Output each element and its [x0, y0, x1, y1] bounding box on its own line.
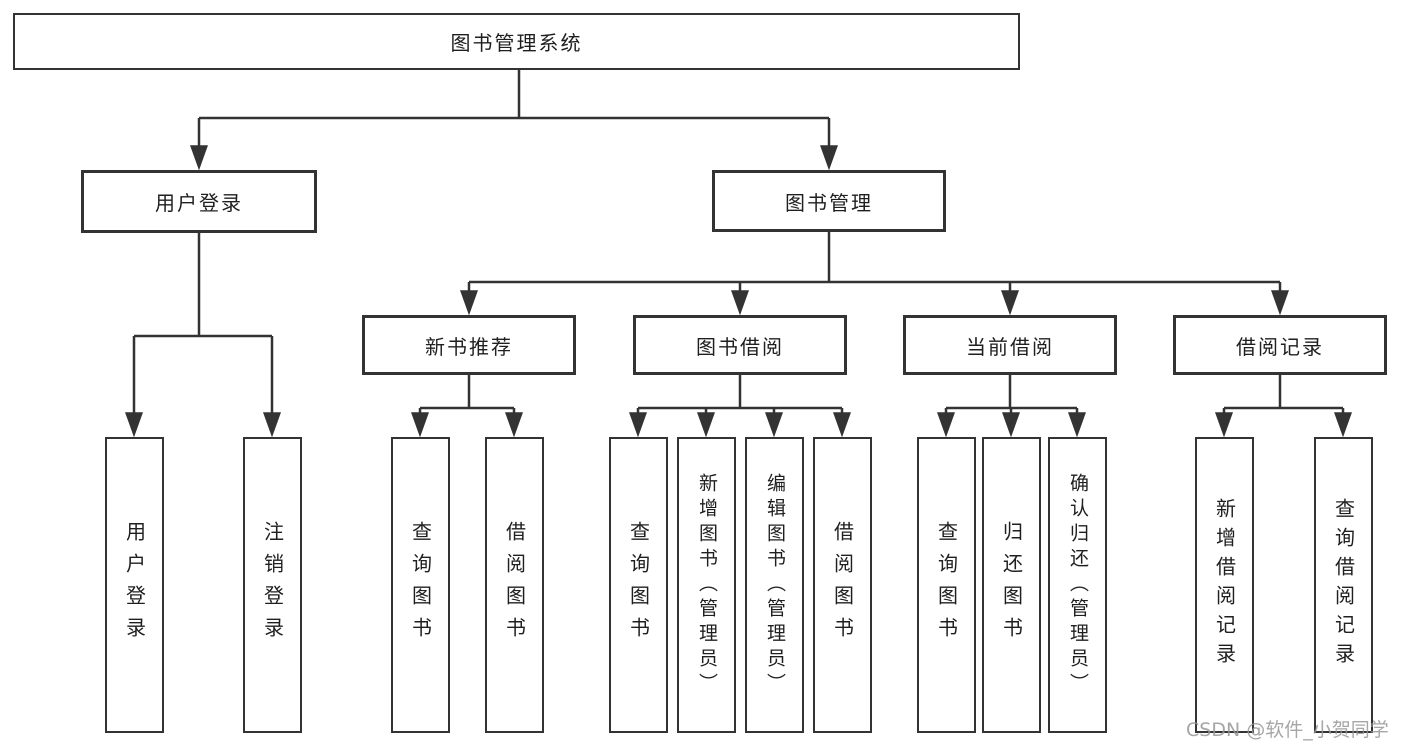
- leaf-br-query-record-label: 查询借阅记录: [1331, 498, 1356, 672]
- leaf-bb-add-books-admin-label: 新增图书（管理员）: [696, 472, 718, 698]
- leaf-br-add-record-label: 新增借阅记录: [1212, 498, 1237, 672]
- node-current-borrowing: 当前借阅: [903, 315, 1117, 375]
- leaf-nb-query-books: 查询图书: [391, 437, 450, 733]
- trunk-root: [199, 70, 829, 120]
- node-book-borrowing: 图书借阅: [633, 315, 847, 375]
- leaf-cb-return-books-label: 归还图书: [999, 521, 1024, 649]
- leaf-bb-edit-books-admin: 编辑图书（管理员）: [745, 437, 804, 733]
- leaf-nb-query-books-label: 查询图书: [408, 521, 433, 649]
- node-book-mgmt: 图书管理: [712, 170, 946, 232]
- node-borrowing-records: 借阅记录: [1173, 315, 1387, 375]
- leaf-nb-borrow-books: 借阅图书: [485, 437, 544, 733]
- connector-group: [125, 70, 1352, 438]
- leaf-cb-return-books: 归还图书: [982, 437, 1041, 733]
- node-root: 图书管理系统: [13, 13, 1020, 70]
- leaf-bb-query-books-label: 查询图书: [626, 521, 651, 649]
- trunk-current: [946, 375, 1077, 410]
- leaf-cb-confirm-return-admin-label: 确认归还（管理员）: [1067, 472, 1089, 698]
- node-user-login-label: 用户登录: [155, 191, 243, 215]
- node-current-borrowing-label: 当前借阅: [966, 334, 1054, 359]
- node-book-mgmt-label: 图书管理: [785, 190, 873, 215]
- trunk-book-mgmt: [469, 232, 1280, 284]
- leaf-br-add-record: 新增借阅记录: [1195, 437, 1254, 733]
- node-user-login: 用户登录: [81, 170, 317, 233]
- leaf-bb-borrow-books-label: 借阅图书: [830, 521, 855, 649]
- leaf-cb-query-books: 查询图书: [917, 437, 976, 733]
- leaf-nb-borrow-books-label: 借阅图书: [502, 521, 527, 649]
- leaf-bb-query-books: 查询图书: [609, 437, 668, 733]
- trunk-new-books: [420, 375, 514, 410]
- leaf-bb-edit-books-admin-label: 编辑图书（管理员）: [764, 472, 786, 698]
- watermark: CSDN @软件_小贺同学: [1186, 719, 1389, 741]
- leaf-cb-query-books-label: 查询图书: [934, 521, 959, 649]
- leaf-bb-borrow-books: 借阅图书: [813, 437, 872, 733]
- node-new-book-recommend-label: 新书推荐: [425, 334, 513, 359]
- trunk-borrowing: [638, 375, 842, 410]
- node-book-borrowing-label: 图书借阅: [696, 334, 784, 359]
- leaf-bb-add-books-admin: 新增图书（管理员）: [677, 437, 736, 733]
- node-root-label: 图书管理系统: [450, 31, 583, 55]
- leaf-cb-confirm-return-admin: 确认归还（管理员）: [1048, 437, 1107, 733]
- node-new-book-recommend: 新书推荐: [362, 315, 576, 375]
- trunk-user-login: [134, 233, 272, 338]
- leaf-br-query-record: 查询借阅记录: [1314, 437, 1373, 733]
- node-borrowing-records-label: 借阅记录: [1236, 334, 1324, 359]
- leaf-logout-label: 注销登录: [260, 521, 285, 649]
- leaf-user-login-label: 用户登录: [122, 521, 147, 649]
- leaf-logout: 注销登录: [243, 437, 302, 733]
- leaf-user-login: 用户登录: [105, 437, 164, 733]
- trunk-records: [1224, 375, 1343, 410]
